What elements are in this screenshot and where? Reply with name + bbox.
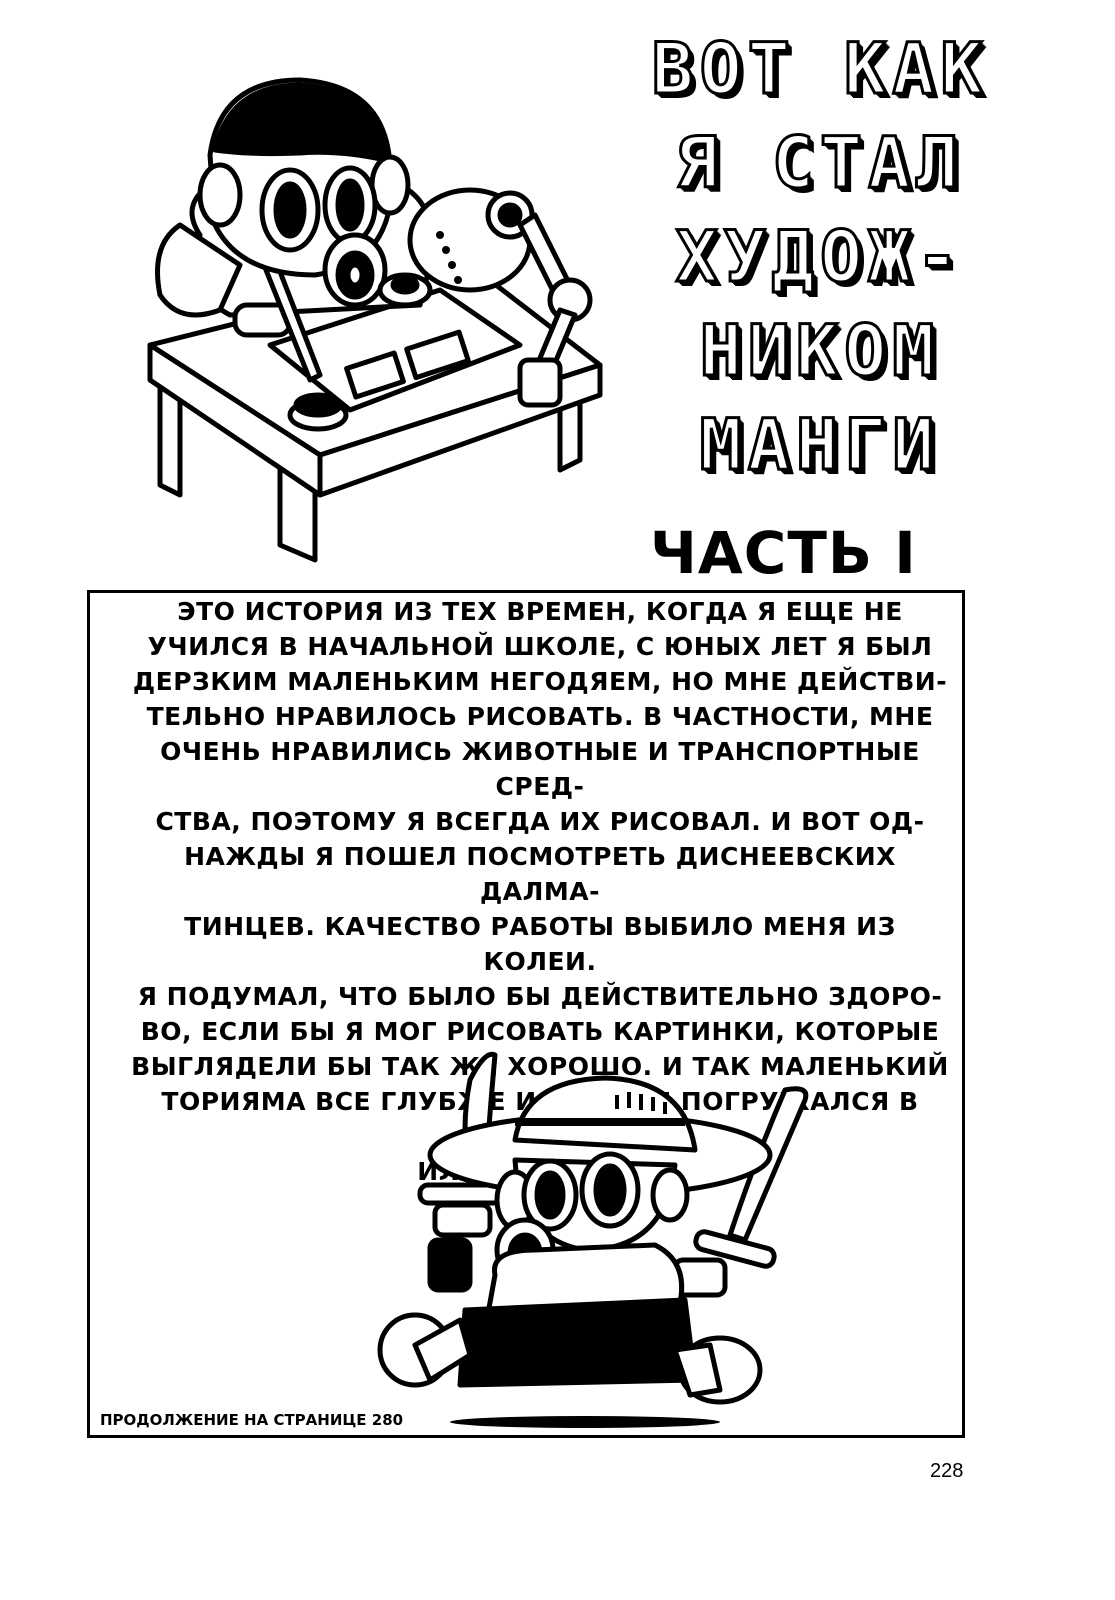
title-line: НИКОМ bbox=[698, 309, 941, 394]
robot-at-desk-illustration bbox=[147, 77, 603, 563]
title-line: МАНГИ bbox=[698, 403, 941, 488]
continued-note: ПРОДОЛЖЕНИЕ НА СТРАНИЦЕ 280 bbox=[100, 1411, 404, 1429]
story-line: ВЫГЛЯДЕЛИ БЫ ТАК ЖЕ ХОРОШО. И ТАК МАЛЕНЬ… bbox=[131, 1052, 949, 1081]
story-line: ЭТО ИСТОРИЯ ИЗ ТЕХ ВРЕМЕН, КОГДА Я ЕЩЕ Н… bbox=[177, 597, 903, 626]
story-line: ВО, ЕСЛИ БЫ Я МОГ РИСОВАТЬ КАРТИНКИ, КОТ… bbox=[140, 1017, 940, 1046]
page-number: 228 bbox=[930, 1460, 964, 1482]
story-line: НАЖДЫ Я ПОШЕЛ ПОСМОТРЕТЬ ДИСНЕЕВСКИХ ДАЛ… bbox=[184, 842, 896, 906]
chapter-title: ВОТ КАК Я СТАЛ ХУДОЖ- НИКОМ МАНГИ bbox=[640, 22, 1000, 492]
story-line: ТЕЛЬНО НРАВИЛОСЬ РИСОВАТЬ. В ЧАСТНОСТИ, … bbox=[146, 702, 934, 731]
story-line: Я ПОДУМАЛ, ЧТО БЫЛО БЫ ДЕЙСТВИТЕЛЬНО ЗДО… bbox=[137, 982, 943, 1011]
part-label: ЧАСТЬ I bbox=[650, 519, 917, 587]
story-line: СТВА, ПОЭТОМУ Я ВСЕГДА ИХ РИСОВАЛ. И ВОТ… bbox=[155, 807, 925, 836]
title-line: ХУДОЖ- bbox=[674, 215, 965, 300]
story-line: ТИНЦЕВ. КАЧЕСТВО РАБОТЫ ВЫБИЛО МЕНЯ ИЗ К… bbox=[184, 912, 896, 976]
story-line: УЧИЛСЯ В НАЧАЛЬНОЙ ШКОЛЕ, С ЮНЫХ ЛЕТ Я Б… bbox=[147, 632, 933, 661]
story-line: ОЧЕНЬ НРАВИЛИСЬ ЖИВОТНЫЕ И ТРАНСПОРТНЫЕ … bbox=[160, 737, 920, 801]
story-line: ДЕРЗКИМ МАЛЕНЬКИМ НЕГОДЯЕМ, НО МНЕ ДЕЙСТ… bbox=[132, 667, 948, 696]
title-line: Я СТАЛ bbox=[674, 121, 965, 206]
title-line: ВОТ КАК bbox=[650, 27, 989, 112]
running-robot-illustration bbox=[377, 1051, 809, 1428]
